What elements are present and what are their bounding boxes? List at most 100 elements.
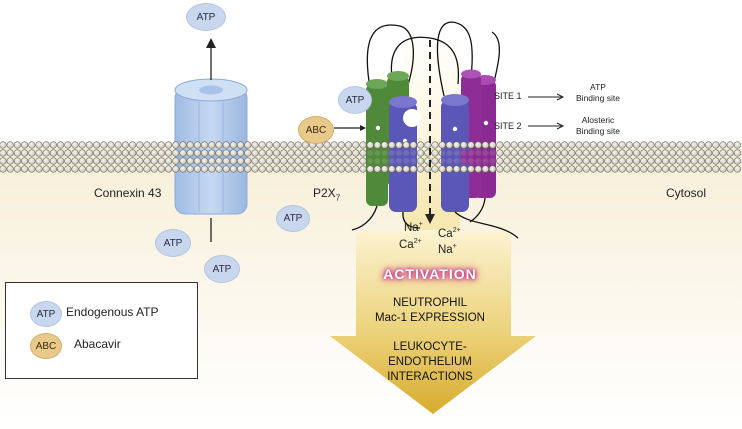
phospholipid-head xyxy=(604,165,612,173)
phospholipid-head xyxy=(13,141,21,149)
phospholipid-head xyxy=(712,149,720,157)
phospholipid-head xyxy=(647,141,655,149)
phospholipid-head xyxy=(92,157,101,165)
p2x7-tails xyxy=(351,197,519,239)
phospholipid-head xyxy=(129,165,137,173)
phospholipid-head xyxy=(560,141,569,149)
phospholipid-head xyxy=(712,141,720,149)
phospholipid-head xyxy=(683,141,691,149)
site1-label: SITE 1 xyxy=(494,91,522,101)
phospholipid-head xyxy=(172,141,180,149)
phospholipid-head xyxy=(71,157,79,165)
phospholipid-head xyxy=(129,141,137,149)
phospholipid-head xyxy=(150,141,158,149)
phospholipid-head xyxy=(201,165,209,173)
phospholipid-head xyxy=(726,157,734,165)
site-dot xyxy=(452,126,458,132)
phospholipid-head xyxy=(719,149,727,157)
phospholipid-head xyxy=(431,165,439,173)
phospholipid-head xyxy=(208,157,216,165)
phospholipid-head xyxy=(222,149,230,157)
phospholipid-head xyxy=(409,141,418,149)
phospholipid-head xyxy=(13,157,21,165)
phospholipid-head xyxy=(0,157,7,165)
phospholipid-head xyxy=(301,165,310,173)
phospholipid-head xyxy=(13,149,21,157)
phospholipid-head xyxy=(496,157,504,165)
phospholipid-head xyxy=(546,165,554,173)
site-dot xyxy=(375,125,381,131)
phospholipid-head xyxy=(78,149,86,157)
phospholipid-head xyxy=(503,165,511,173)
phospholipid-head xyxy=(733,157,742,165)
phospholipid-head xyxy=(640,141,648,149)
phospholipid-head xyxy=(539,141,547,149)
phospholipid-head xyxy=(121,141,129,149)
phospholipid-head xyxy=(625,157,634,165)
phospholipid-head xyxy=(201,141,209,149)
phospholipid-head xyxy=(244,141,252,149)
phospholipid-head xyxy=(568,141,576,149)
phospholipid-head xyxy=(237,165,245,173)
phospholipid-head xyxy=(28,149,36,157)
legend-atp-label: Endogenous ATP xyxy=(66,305,159,319)
phospholipid-head xyxy=(35,141,43,149)
phospholipid-head xyxy=(64,157,72,165)
phospholipid-head xyxy=(71,149,79,157)
phospholipid-head xyxy=(64,141,72,149)
phospholipid-head xyxy=(42,149,50,157)
phospholipid-head xyxy=(287,149,295,157)
phospholipid-head xyxy=(56,141,65,149)
phospholipid-head xyxy=(129,157,137,165)
phospholipid-head xyxy=(157,157,165,165)
phospholipid-head xyxy=(208,165,216,173)
phospholipid-head xyxy=(251,141,259,149)
phospholipid-head xyxy=(668,165,677,173)
phospholipid-head xyxy=(582,165,590,173)
phospholipid-head xyxy=(683,149,691,157)
phospholipid-head xyxy=(229,149,237,157)
phospholipid-head xyxy=(625,141,634,149)
phospholipid-head xyxy=(237,157,245,165)
phospholipid-head xyxy=(100,165,108,173)
phospholipid-head xyxy=(323,165,331,173)
phospholipid-head xyxy=(424,165,432,173)
phospholipid-head xyxy=(56,149,65,157)
phospholipid-head xyxy=(323,157,331,165)
phospholipid-head xyxy=(121,149,129,157)
abc-molecule: ABC xyxy=(298,116,334,144)
phospholipid-head xyxy=(186,157,194,165)
phospholipid-head xyxy=(618,157,626,165)
phospholipid-head xyxy=(273,165,281,173)
phospholipid-head xyxy=(345,149,353,157)
phospholipid-head xyxy=(186,165,194,173)
phospholipid-head xyxy=(179,165,187,173)
site2-label: SITE 2 xyxy=(494,121,522,131)
phospholipid-head xyxy=(309,149,317,157)
phospholipid-head xyxy=(287,165,295,173)
phospholipid-head xyxy=(114,149,122,157)
phospholipid-head xyxy=(85,141,93,149)
phospholipid-head xyxy=(294,149,302,157)
phospholipid-head xyxy=(582,149,590,157)
phospholipid-head xyxy=(251,165,259,173)
phospholipid-head xyxy=(186,141,194,149)
phospholipid-head xyxy=(265,141,274,149)
phospholipid-head xyxy=(668,141,677,149)
phospholipid-head xyxy=(676,157,684,165)
phospholipid-head xyxy=(719,157,727,165)
phospholipid-head xyxy=(193,141,201,149)
phospholipid-head xyxy=(704,165,713,173)
phospholipid-head xyxy=(222,165,230,173)
phospholipid-head xyxy=(582,157,590,165)
phospholipid-head xyxy=(107,141,115,149)
phospholipid-head xyxy=(345,141,353,149)
phospholipid-head xyxy=(0,141,7,149)
phospholipid-head xyxy=(668,157,677,165)
phospholipid-head xyxy=(618,165,626,173)
phospholipid-head xyxy=(683,157,691,165)
phospholipid-head xyxy=(460,165,468,173)
